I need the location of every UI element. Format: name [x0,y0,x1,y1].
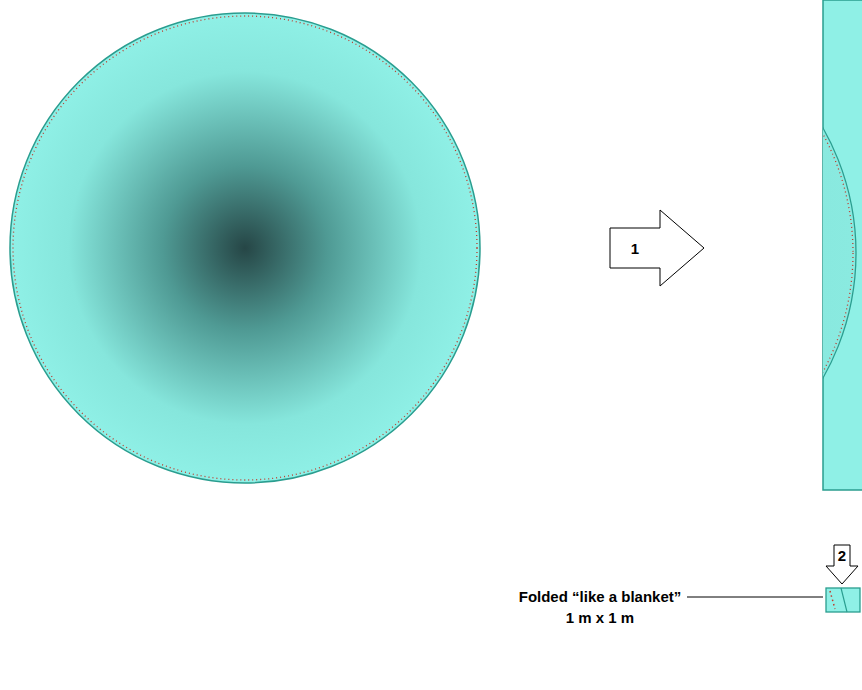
round-sheet [10,13,480,483]
step-number: 2 [834,545,850,566]
note-block: Folded “like a blanket”1 m x 1 m [505,586,695,628]
leader-line [687,597,823,598]
step-number: 1 [610,228,660,268]
block-arrow: 2 [824,544,860,586]
note-text: 1 m x 1 m [505,607,695,628]
folded-blanket [826,588,860,612]
folded-sheet-side [350,0,862,506]
block-arrow: 1 [608,208,706,288]
note-text: Folded “like a blanket” [505,586,695,607]
arrow-outline [608,208,706,288]
